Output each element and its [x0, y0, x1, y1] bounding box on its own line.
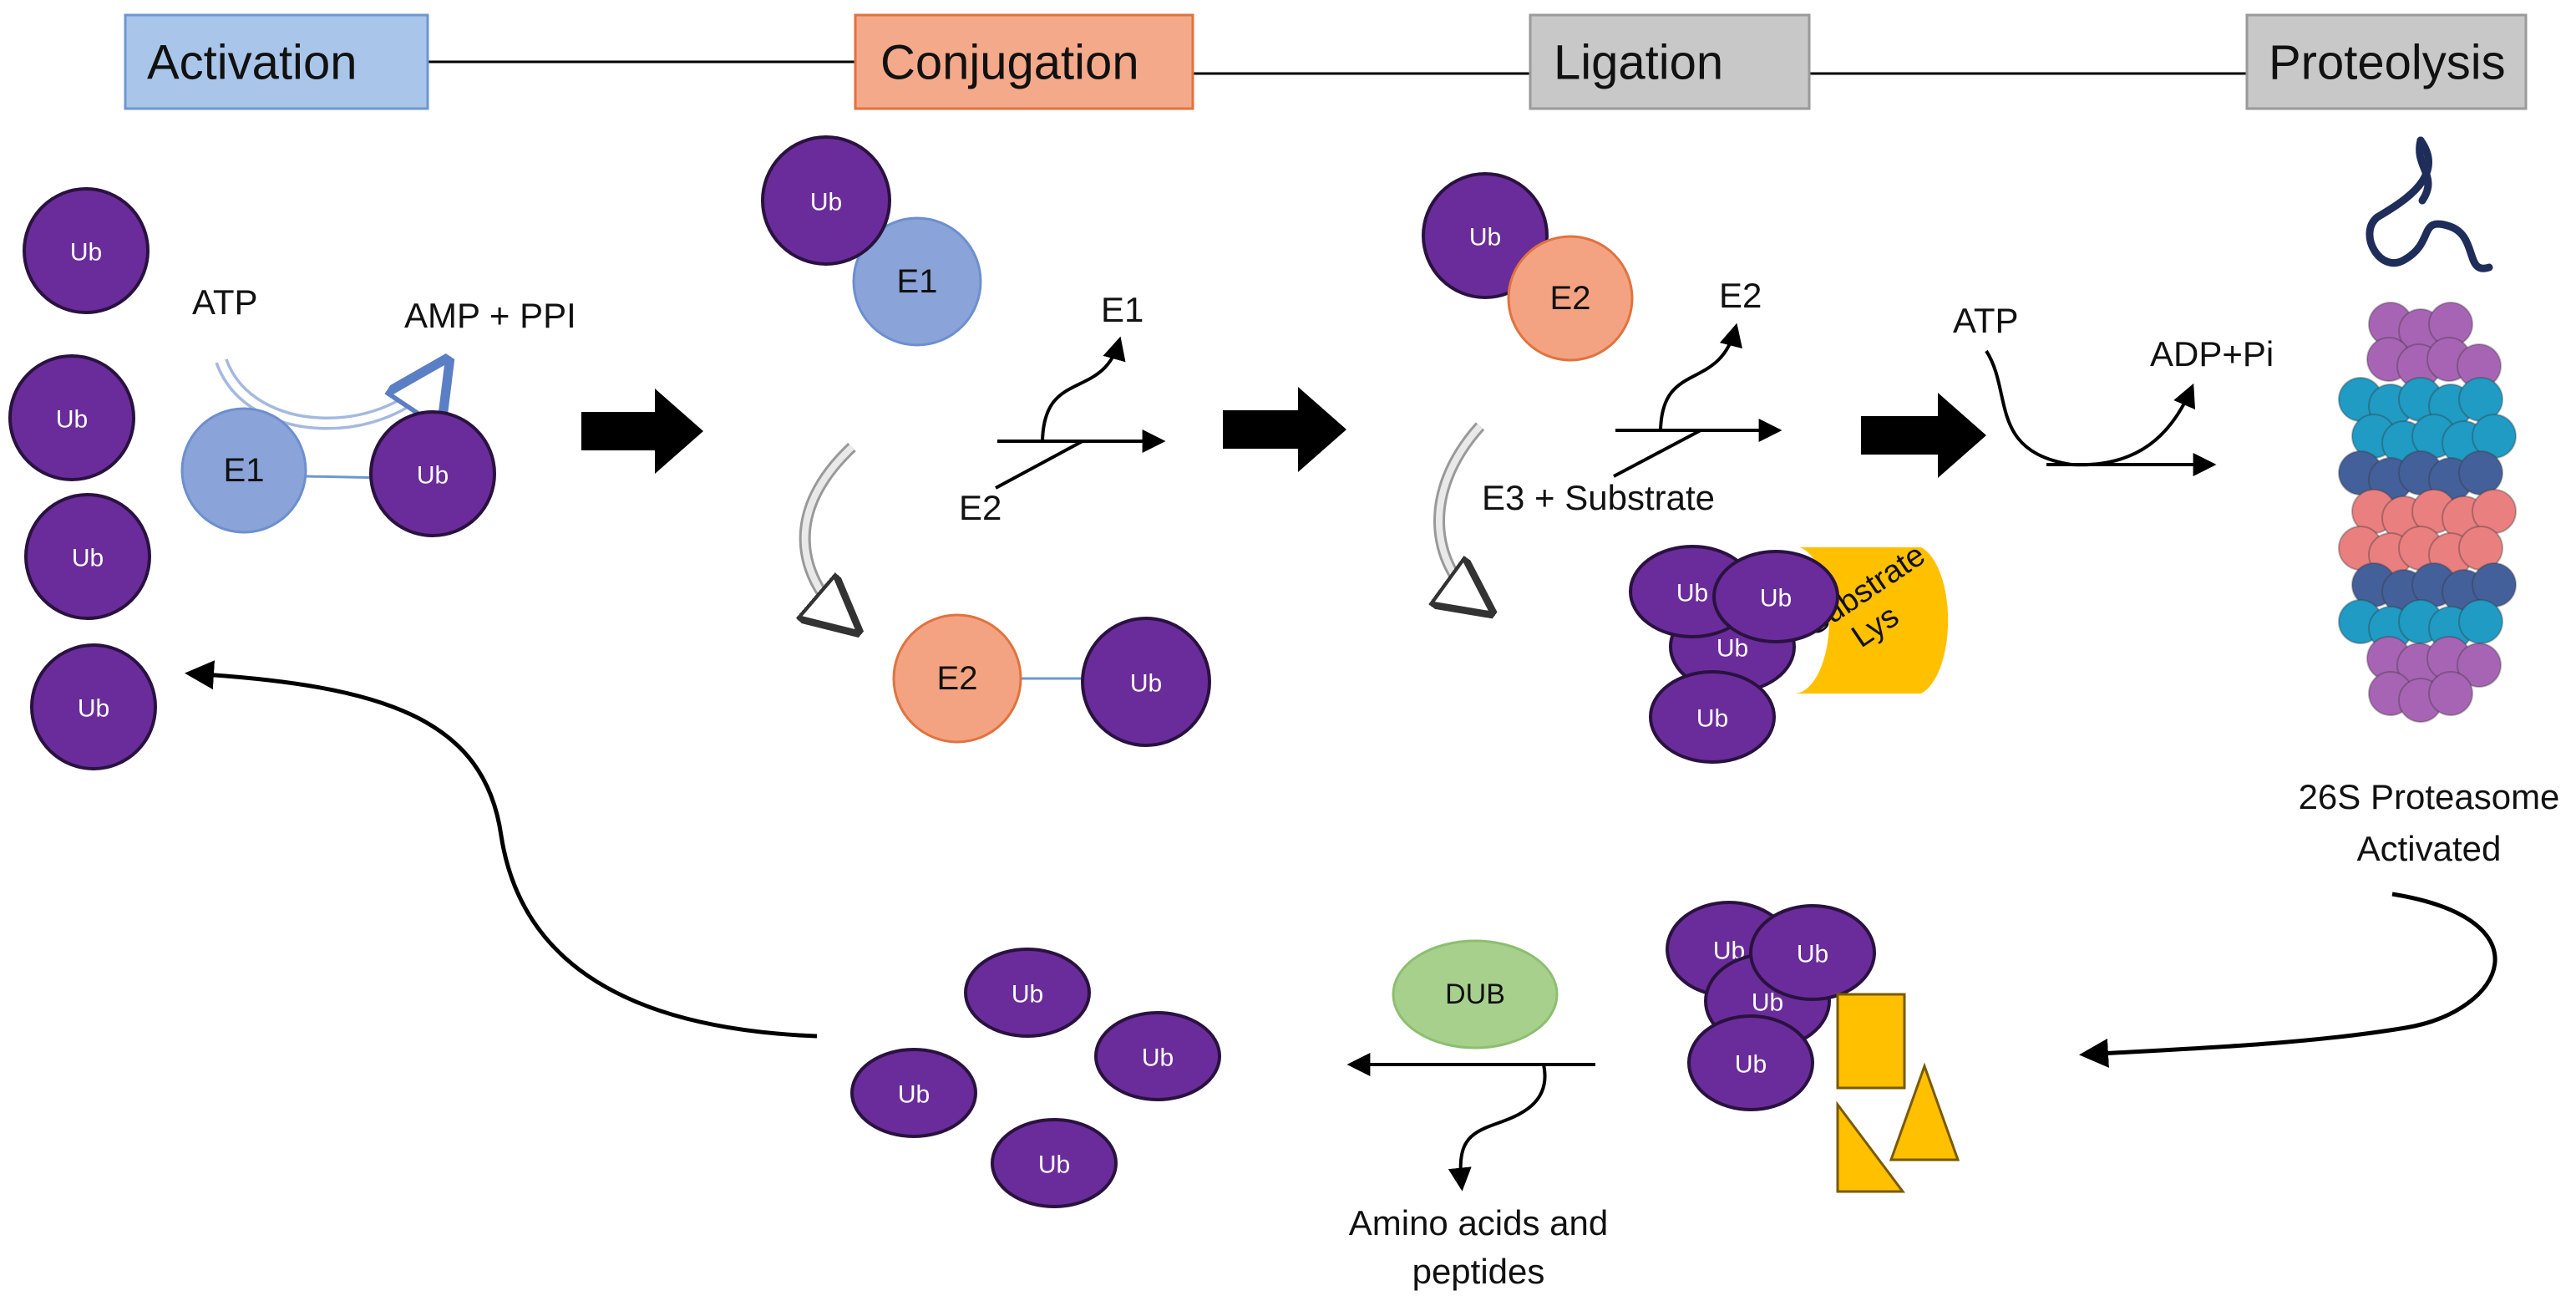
peptides-label: peptides [1412, 1252, 1545, 1291]
svg-text:Ub: Ub [1696, 705, 1728, 733]
proteasome-subunit [2458, 450, 2503, 495]
recycle-arrow [185, 660, 818, 1039]
svg-text:Ub: Ub [898, 1081, 930, 1109]
stage-header: Activation Conjugation Ligation Proteoly… [124, 13, 2528, 110]
step-arrows [581, 387, 1986, 478]
svg-text:Ub: Ub [1038, 1151, 1070, 1179]
degraded-complex: Ub Ub Ub Ub [1666, 901, 1960, 1193]
recycled-ubiquitin: Ub Ub Ub Ub [850, 948, 1221, 1208]
stage-activation: Activation [147, 36, 357, 90]
ub-molecule: Ub [369, 410, 496, 537]
ub-molecule: Ub [1081, 617, 1211, 747]
e2-enzyme: E2 [892, 613, 1022, 744]
amino-acids-label: Amino acids and [1349, 1203, 1609, 1243]
svg-text:Ub: Ub [1012, 981, 1043, 1009]
block-arrow-icon [581, 389, 703, 474]
atp-label-proteolysis: ATP [1953, 301, 2019, 340]
svg-text:Ub: Ub [1469, 224, 1501, 252]
svg-text:Ub: Ub [70, 239, 102, 267]
adp-pi-label: ADP+Pi [2150, 334, 2274, 374]
proteasome-subunit [2428, 671, 2473, 716]
e3-substrate-label: E3 + Substrate [1482, 478, 1715, 517]
svg-text:E1: E1 [897, 263, 938, 300]
amp-ppi-label: AMP + PPI [404, 296, 576, 335]
svg-text:Ub: Ub [1676, 580, 1708, 607]
activation-step: ATP AMP + PPI E1 Ub [180, 282, 576, 537]
svg-text:Ub: Ub [1735, 1051, 1767, 1079]
ligation-step: Ub E2 E2 E3 + Substrate Substrate Lys Ub… [1422, 172, 1949, 764]
e2-released-label: E2 [1719, 276, 1762, 315]
svg-text:Ub: Ub [1142, 1044, 1174, 1072]
stage-ligation: Ligation [1554, 36, 1723, 90]
svg-text:Ub: Ub [1130, 670, 1162, 698]
return-arrow [2079, 892, 2497, 1068]
svg-text:Ub: Ub [810, 189, 842, 216]
peptide-fragment [1836, 1100, 1905, 1193]
ub-molecule: Ub [8, 354, 135, 481]
proteasome-core [2338, 302, 2517, 723]
svg-text:Ub: Ub [1752, 989, 1783, 1017]
peptide-fragment [1889, 1062, 1960, 1161]
block-arrow-icon [1861, 393, 1986, 478]
e1-released-label: E1 [1101, 290, 1143, 329]
stage-proteolysis: Proteolysis [2269, 36, 2506, 90]
svg-text:E1: E1 [224, 452, 265, 489]
free-ubiquitin-pool: Ub Ub Ub Ub [8, 187, 157, 770]
ub-molecule: Ub [24, 493, 151, 620]
ub-molecule: Ub [761, 135, 891, 266]
proteasome-label: 26S Proteasome [2299, 777, 2560, 816]
atp-label-activation: ATP [192, 282, 258, 322]
svg-text:E2: E2 [937, 660, 978, 697]
svg-text:Ub: Ub [56, 406, 88, 434]
svg-text:E2: E2 [1550, 280, 1591, 317]
peptide-fragment [1836, 993, 1906, 1090]
proteasome-subunit [2458, 599, 2503, 644]
svg-text:Ub: Ub [1760, 585, 1792, 612]
proteasome-subunit [2457, 643, 2502, 688]
ub-molecule: Ub [23, 187, 150, 314]
ub-molecule: Ub [30, 643, 157, 770]
e1-enzyme: E1 [180, 407, 307, 534]
e1-enzyme: E1 [852, 216, 982, 347]
proteasome-status-label: Activated [2357, 829, 2502, 868]
e2-input-label: E2 [959, 488, 1001, 527]
svg-text:Ub: Ub [78, 695, 109, 723]
dub-step: DUB Amino acids and peptides [1346, 939, 1609, 1291]
dub-enzyme: DUB [1392, 939, 1559, 1049]
svg-text:Ub: Ub [1716, 635, 1748, 663]
svg-text:Ub: Ub [72, 545, 104, 572]
e2-enzyme: E2 [1507, 235, 1634, 362]
svg-text:Ub: Ub [1797, 941, 1828, 968]
atp-hydrolysis: ATP ADP+Pi [1953, 301, 2274, 476]
conjugation-step: E1 Ub E1 E2 E2 Ub [761, 135, 1211, 747]
block-arrow-icon [1223, 387, 1346, 472]
proteasome: 26S Proteasome Activated [2299, 136, 2560, 868]
svg-text:DUB: DUB [1445, 978, 1505, 1010]
stage-conjugation: Conjugation [880, 36, 1139, 90]
svg-text:Ub: Ub [417, 462, 449, 490]
polyubiquitin-chain: Ub Ub Ub Ub [1629, 545, 1839, 764]
